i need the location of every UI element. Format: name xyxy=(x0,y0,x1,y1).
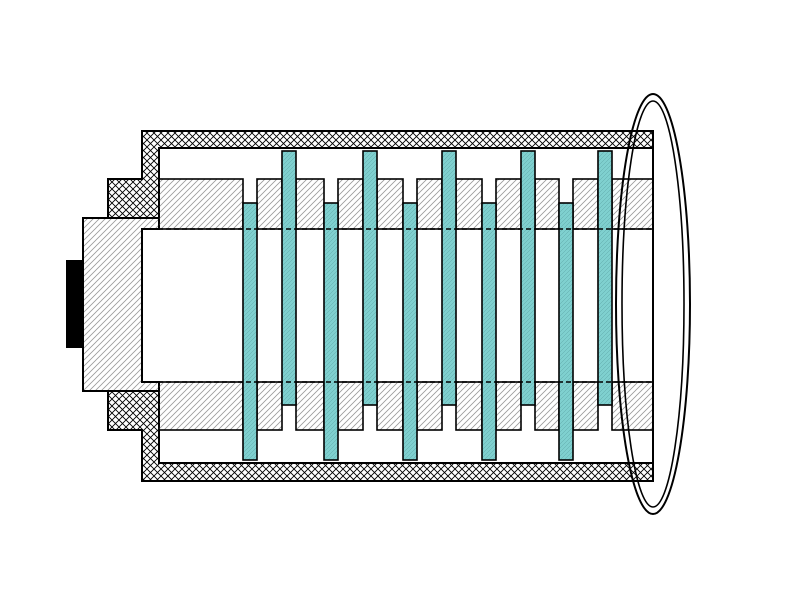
end-flange-outer xyxy=(615,93,691,515)
spacer-ring-bottom xyxy=(376,381,404,431)
spacer-ring-bottom xyxy=(256,381,283,431)
spacer-ring-bottom xyxy=(416,381,443,431)
spacer-ring-top xyxy=(534,178,560,230)
plate-2 xyxy=(281,150,297,406)
spacer-ring-top xyxy=(376,178,404,230)
spacer-ring-bottom xyxy=(534,381,560,431)
plate-3 xyxy=(323,202,339,461)
plate-group xyxy=(242,150,613,461)
end-flange-inner xyxy=(621,100,685,508)
spacer-ring-top xyxy=(256,178,283,230)
spacer-ring-bottom xyxy=(495,381,522,431)
plate-6 xyxy=(441,150,457,406)
spacer-ring-bottom xyxy=(158,381,244,431)
plate-8 xyxy=(520,150,536,406)
plate-5 xyxy=(402,202,418,461)
end-cap xyxy=(66,260,83,348)
left-end-block xyxy=(82,217,160,392)
plate-7 xyxy=(481,202,497,461)
spacer-ring-top xyxy=(572,178,599,230)
plate-10 xyxy=(597,150,613,406)
plate-4 xyxy=(362,150,378,406)
spacer-ring-top xyxy=(416,178,443,230)
spacer-ring-top xyxy=(337,178,364,230)
spacer-ring-top xyxy=(495,178,522,230)
spacer-ring-bottom xyxy=(295,381,325,431)
spacer-ring-top xyxy=(158,178,244,230)
spacer-ring-top xyxy=(455,178,483,230)
plate-1 xyxy=(242,202,258,461)
spacer-ring-top xyxy=(295,178,325,230)
spacer-ring-bottom xyxy=(337,381,364,431)
spacer-ring-bottom xyxy=(455,381,483,431)
spacer-ring-bottom xyxy=(572,381,599,431)
plate-9 xyxy=(558,202,574,461)
